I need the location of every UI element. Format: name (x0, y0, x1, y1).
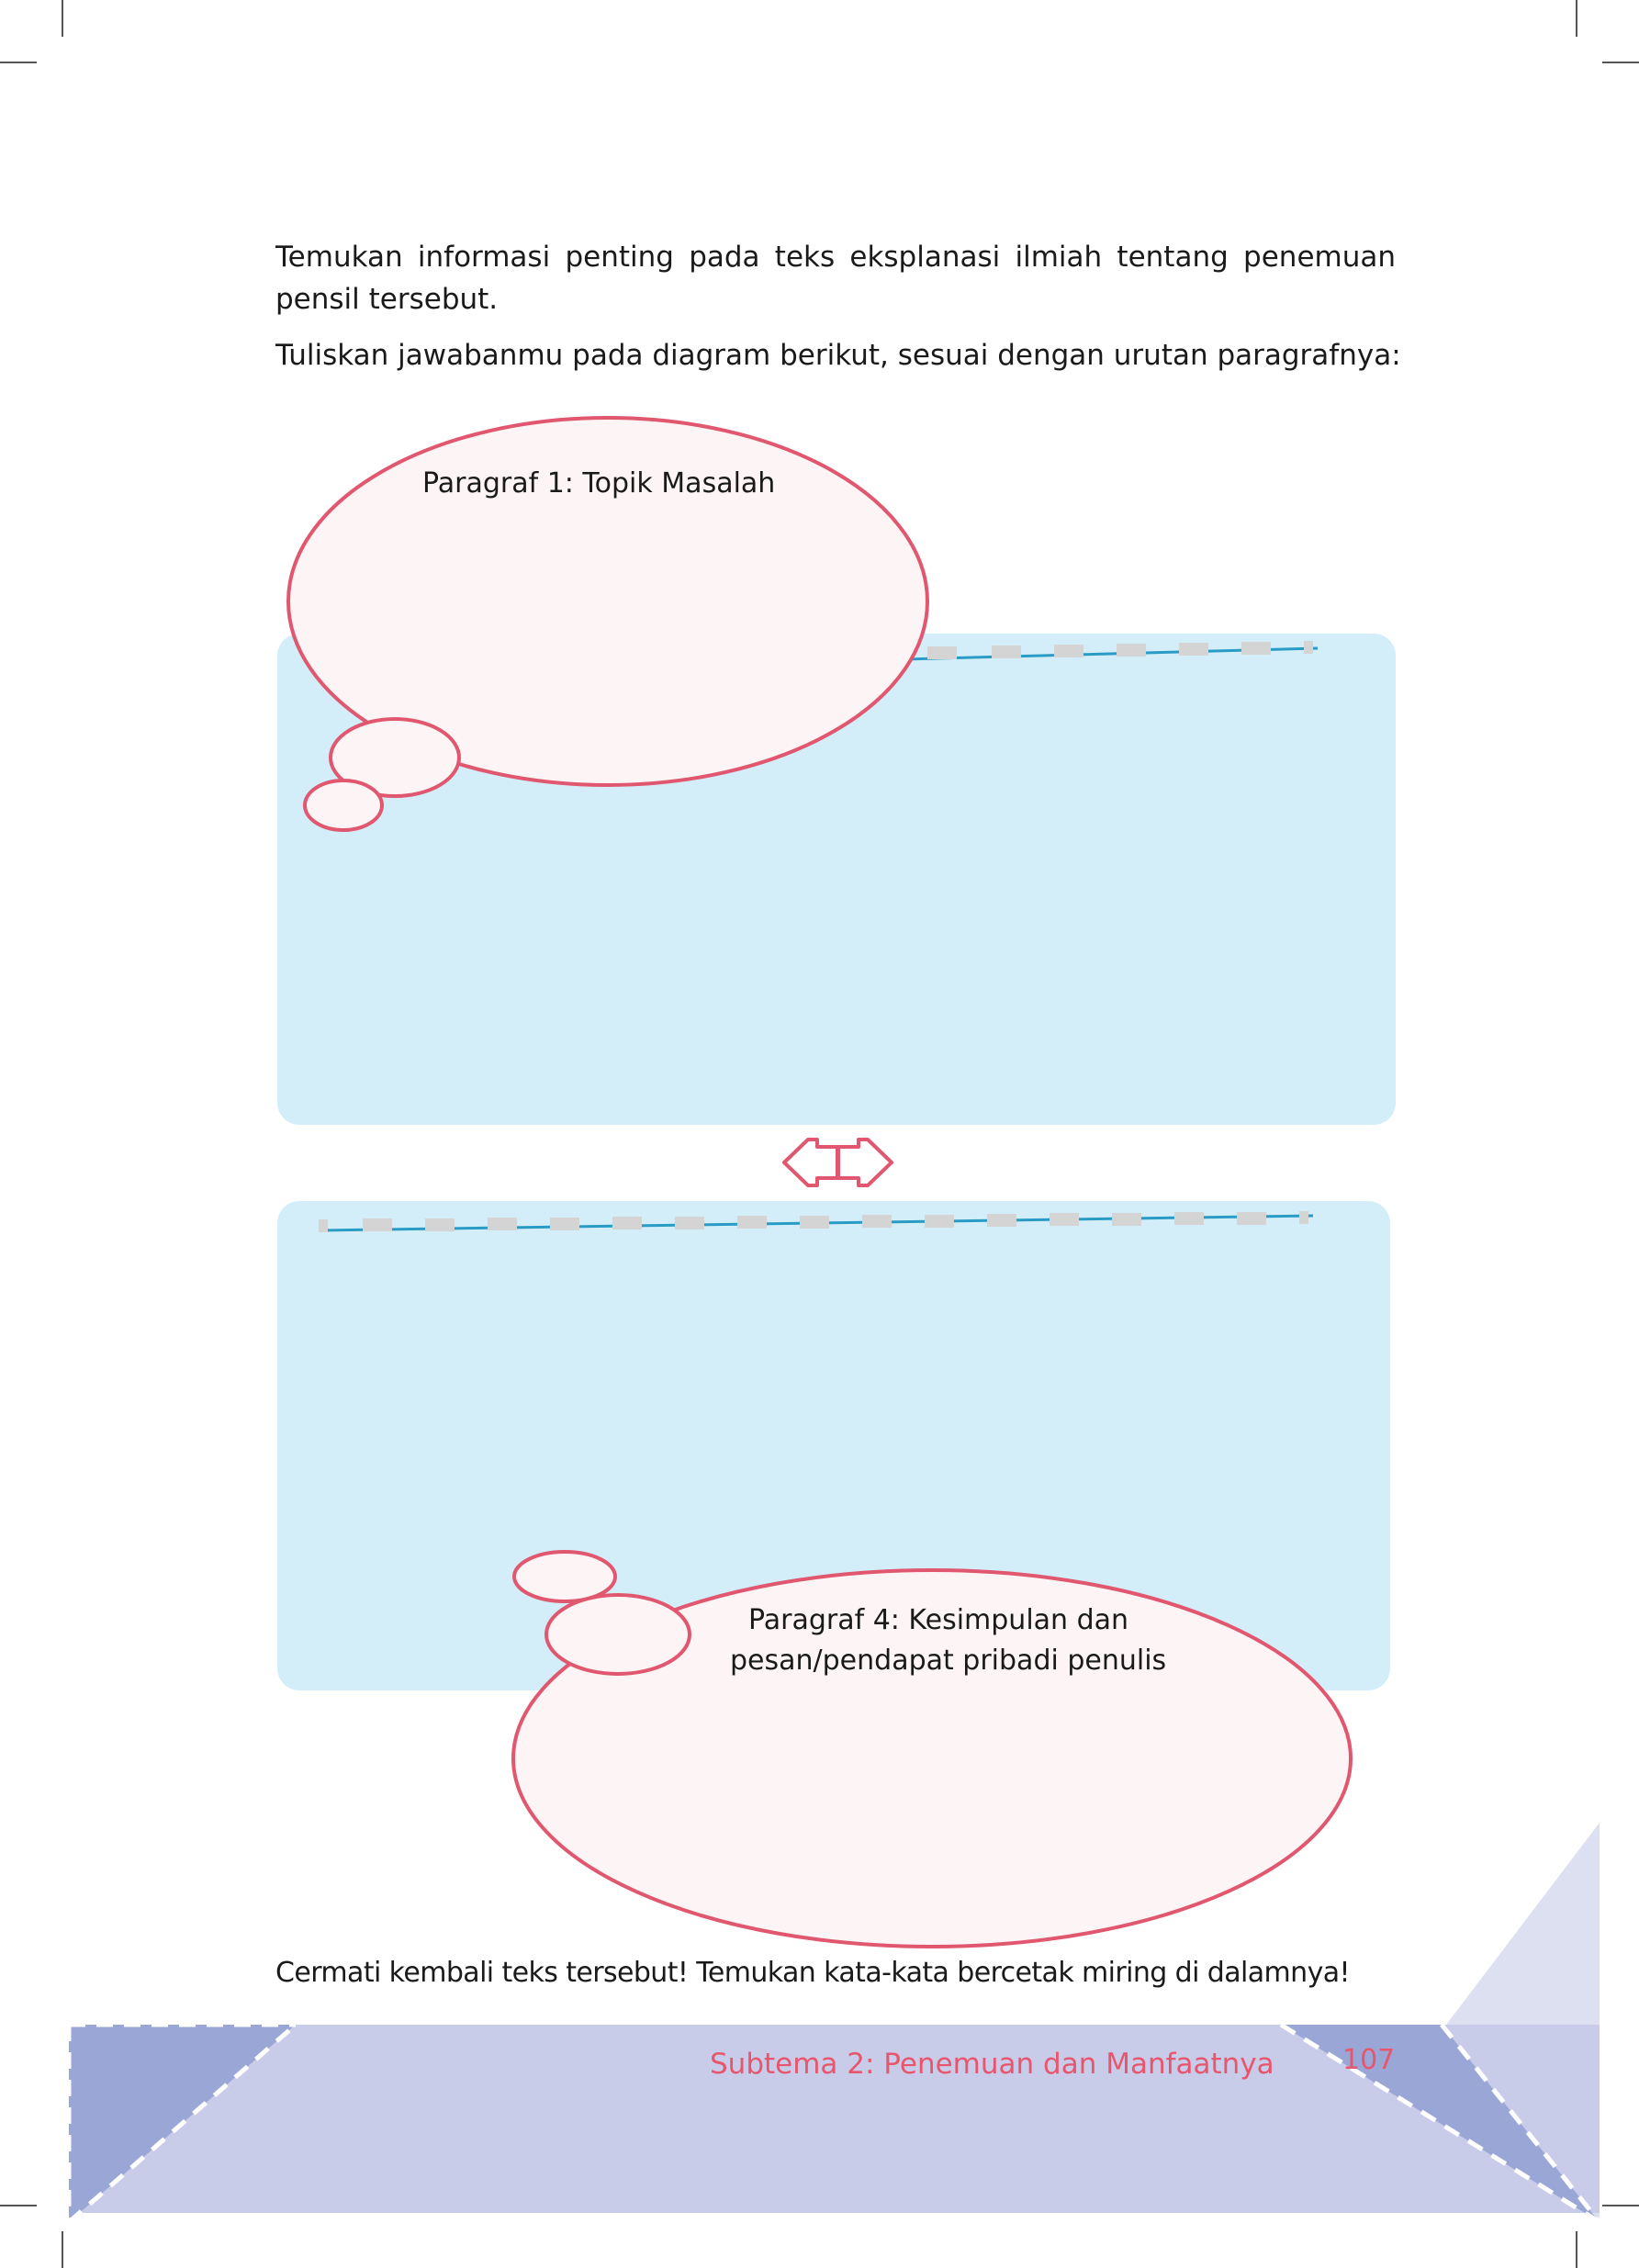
thought-bubble-bottom (511, 1550, 1353, 1948)
closing-instruction: Cermati kembali teks tersebut! Temukan k… (275, 1957, 1351, 1989)
instruction-line-3: Tuliskan jawabanmu pada diagram berikut,… (275, 339, 1401, 372)
bubble-top-label: Paragraf 1: Topik Masalah (422, 467, 776, 500)
ruled-line-top (904, 641, 1319, 661)
thought-bubble-top (286, 416, 929, 832)
instruction-line-2: pensil tersebut. (275, 283, 499, 316)
footer-decoration (66, 1823, 1601, 2225)
footer-subtitle: Subtema 2: Penemuan dan Manfaatnya (710, 2048, 1274, 2081)
bubble-bottom-label-2: pesan/pendapat pribadi penulis (730, 1645, 1167, 1677)
page-number: 107 (1342, 2044, 1396, 2076)
instruction-line-1: Temukan informasi penting pada teks eksp… (275, 241, 1396, 274)
ruled-line-bottom (319, 1211, 1314, 1232)
bubble-bottom-label-1: Paragraf 4: Kesimpulan dan (748, 1604, 1129, 1636)
double-arrow-icon (782, 1138, 893, 1187)
